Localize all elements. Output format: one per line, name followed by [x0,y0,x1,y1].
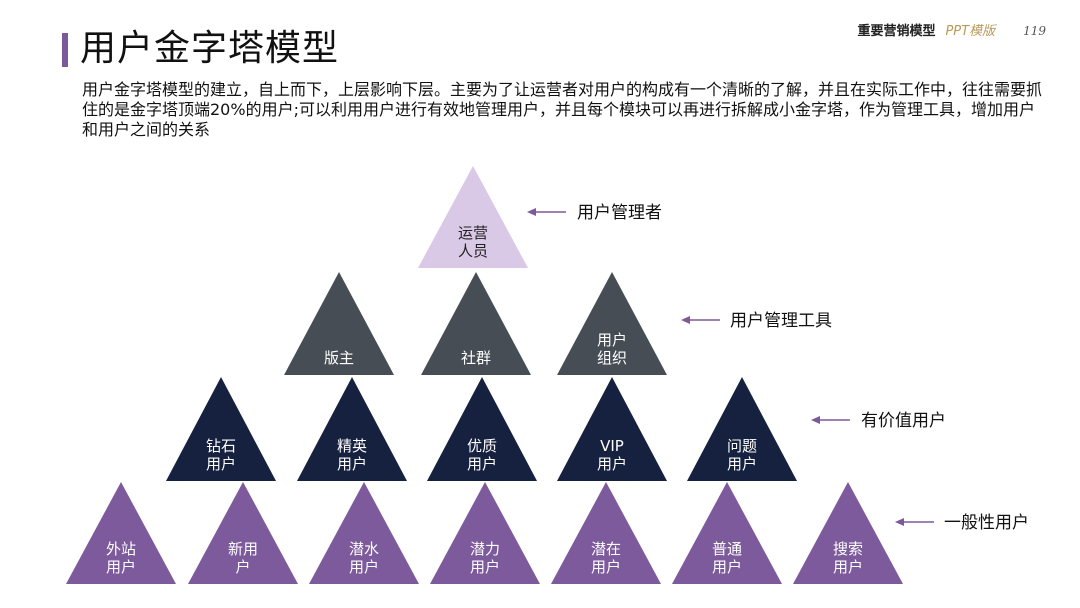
pyramid-triangle [284,272,394,375]
triangle-label: 用户 [470,558,500,576]
triangle-label: 用户 [597,331,627,349]
pyramid-triangle [672,482,782,584]
triangle-label: 潜在 [591,540,621,558]
triangle-label: 用户 [106,558,136,576]
triangle-label: 外站 [106,540,136,558]
triangle-label: 组织 [597,349,627,367]
triangle-label: 运营 [458,224,488,242]
triangle-label: 用户 [727,455,757,473]
tier-label: 用户管理工具 [730,311,832,331]
triangle-label: 用户 [337,455,367,473]
pyramid-triangle [297,377,407,481]
triangle-label: 人员 [458,242,488,260]
triangle-label: 用户 [206,455,236,473]
description: 用户金字塔模型的建立，自上而下，上层影响下层。主要为了让运营者对用户的构成有一个… [82,80,1043,139]
pyramid-triangle [687,377,797,481]
pyramid-triangle [551,482,661,584]
pyramid-triangle [557,272,667,375]
triangle-label: VIP [600,437,624,455]
tier-label: 有价值用户 [861,411,946,431]
pyramid-triangle [427,377,537,481]
triangle-label: 用户 [833,558,863,576]
pyramid-triangle [430,482,540,584]
triangle-label: 用户 [467,455,497,473]
triangle-label: 用户 [712,558,742,576]
tier-label: 一般性用户 [944,513,1029,533]
pyramid-triangle [66,482,176,584]
triangle-label: 钻石 [206,437,236,455]
triangle-label: 精英 [337,437,367,455]
pyramid-triangle [793,482,903,584]
triangle-label: 户 [235,558,250,576]
triangle-label: 普通 [712,540,742,558]
triangle-label: 搜索 [833,540,863,558]
pyramid-triangle [166,377,276,481]
arrow-head-icon [811,416,820,424]
triangle-label: 优质 [467,437,497,455]
triangle-label: 用户 [597,455,627,473]
triangle-label: 潜力 [470,540,500,558]
arrow-head-icon [895,518,904,526]
triangle-label: 用户 [349,558,379,576]
title-accent-bar [62,33,68,67]
triangle-label: 潜水 [349,540,379,558]
tier-label: 用户管理者 [577,203,662,223]
triangle-label: 社群 [461,349,491,367]
triangle-label: 新用 [228,540,258,558]
pyramid-triangle [557,377,667,481]
triangle-label: 版主 [324,349,354,367]
arrow-head-icon [681,316,690,324]
pyramid-triangle [309,482,419,584]
pyramid-triangle [421,272,531,375]
page-number: 119 [1023,24,1046,38]
page-title: 用户金字塔模型 [80,28,340,69]
pyramid-triangle [188,482,298,584]
triangle-label: 问题 [727,437,757,455]
pyramid-triangle [418,166,528,268]
arrow-head-icon [527,208,536,216]
header-template: PPT模版 [945,24,996,39]
header-category: 重要营销模型 [857,24,936,39]
header-meta: 重要营销模型 PPT模版 119 [857,20,1046,39]
triangle-label: 用户 [591,558,621,576]
